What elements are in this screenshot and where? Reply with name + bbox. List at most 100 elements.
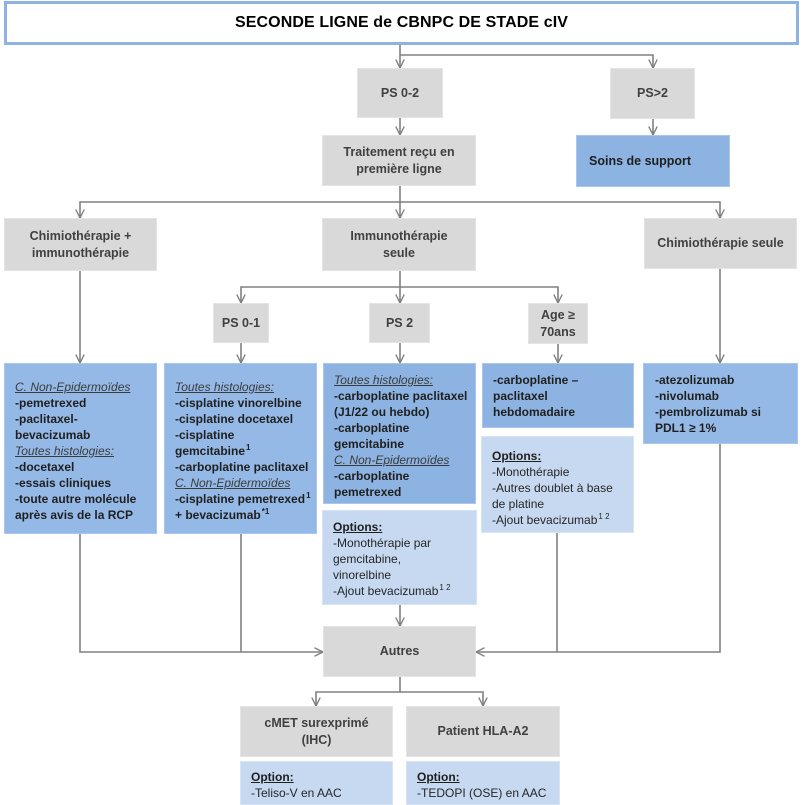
treatment-line: -carboplatine: [334, 468, 469, 484]
line-text: pemetrexed: [334, 485, 402, 499]
options-hla-a2: Option:-TEDOPI (OSE) en AAC: [406, 761, 560, 805]
page-title: SECONDE LIGNE de CBNPC DE STADE cIV: [234, 14, 569, 31]
line-text: de platine: [492, 497, 545, 511]
line-text: PDL1 ≥ 1%: [655, 421, 717, 435]
node-first-line-treatment: Traitement reçu en première ligne: [322, 135, 476, 186]
option-line: -Autres doublet à base: [492, 480, 627, 496]
option-line: -Ajout bevacizumab1 2: [333, 583, 470, 599]
treatment-line: PDL1 ≥ 1%: [655, 420, 791, 436]
footnote-marker: 1: [306, 491, 311, 500]
option-line: gemcitabine,: [333, 551, 470, 567]
node-ps-0-1: PS 0-1: [213, 303, 269, 343]
treatment-line: paclitaxel: [493, 388, 627, 404]
treatment-line: -pembrolizumab si: [655, 404, 791, 420]
line-text: -pemetrexed: [15, 396, 87, 410]
treatment-line: pemetrexed: [334, 484, 469, 500]
line-text: vinorelbine: [333, 568, 392, 582]
treatment-line: -cisplatine docetaxel: [175, 411, 310, 427]
treatment-line: (J1/22 ou hebdo): [334, 404, 469, 420]
line-text: -pembrolizumab si: [655, 405, 762, 419]
options-title: Option:: [251, 769, 386, 785]
line-text: gemcitabine,: [333, 552, 402, 566]
node-chemo-immuno: Chimiothérapie + immunothérapie: [4, 218, 157, 271]
line-text: -cisplatine pemetrexed: [175, 492, 306, 506]
options-title: Options:: [492, 448, 627, 464]
node-ps-gt-2: PS>2: [610, 68, 695, 119]
line-text: C. Non-Epidermoïdes: [334, 453, 450, 467]
connector-others-to-cmet: [316, 677, 401, 706]
line-text: -cisplatine docetaxel: [175, 412, 294, 426]
histology-heading: Toutes histologies:: [15, 443, 150, 459]
line-text: bevacizumab: [15, 428, 91, 442]
line-text: + bevacizumab: [175, 508, 261, 522]
line-text: Toutes histologies:: [175, 380, 274, 394]
title-box: SECONDE LIGNE de CBNPC DE STADE cIV: [4, 1, 799, 45]
treatment-line: -carboplatine: [334, 420, 469, 436]
treatment-line: gemcitabine1: [175, 443, 310, 459]
line-text: (J1/22 ou hebdo): [334, 405, 430, 419]
line-text: -cisplatine: [175, 428, 235, 442]
option-line: -Monothérapie par: [333, 535, 470, 551]
line-text: -docetaxel: [15, 460, 75, 474]
option-line: -Ajout bevacizumab1 2: [492, 512, 627, 528]
line-text: après avis de la RCP: [15, 508, 134, 522]
connector-title-to-ps-gt-2: [400, 54, 653, 68]
line-text: -atezolizumab: [655, 373, 735, 387]
histology-heading: C. Non-Epidermoïdes: [175, 475, 310, 491]
histology-heading: C. Non-Epidermoïdes: [334, 452, 469, 468]
histology-heading: Toutes histologies:: [334, 372, 469, 388]
line-text: -carboplatine paclitaxel: [175, 460, 309, 474]
option-line: vinorelbine: [333, 567, 470, 583]
treatment-line: -cisplatine vinorelbine: [175, 395, 310, 411]
treatments-after-chemo-immuno: C. Non-Epidermoïdes -pemetrexed -paclitaxe…: [4, 363, 157, 534]
line-text: Toutes histologies:: [334, 373, 433, 387]
connector-left-to-others: [79, 534, 323, 652]
treatment-line: -atezolizumab: [655, 372, 791, 388]
line-text: -cisplatine vinorelbine: [175, 396, 302, 410]
line-text: -Monothérapie: [492, 465, 570, 479]
histology-heading: Toutes histologies:: [175, 379, 310, 395]
line-text: C. Non-Epidermoïdes: [15, 380, 131, 394]
treatments-age-70: -carboplatine –paclitaxel hebdomadaire: [482, 363, 634, 428]
options-cmet: Option:-Teliso-V en AAC: [240, 761, 393, 805]
line-text: -carboplatine: [334, 469, 410, 483]
option-line: -TEDOPI (OSE) en AAC: [417, 785, 553, 801]
line-text: -paclitaxel-: [15, 412, 78, 426]
histology-heading: C. Non-Epidermoïdes: [15, 379, 150, 395]
treatment-line: gemcitabine: [334, 436, 469, 452]
treatment-line: -essais cliniques: [15, 475, 150, 491]
line-text: hebdomadaire: [493, 405, 576, 419]
line-text: -TEDOPI (OSE) en AAC: [417, 786, 547, 800]
node-supportive-care: Soins de support: [576, 135, 730, 187]
treatment-line: -carboplatine paclitaxel: [175, 459, 310, 475]
connector-first-line-to-chemo-alone: [400, 201, 720, 218]
line-text: Toutes histologies:: [15, 444, 114, 458]
line-text: -Ajout bevacizumab: [492, 513, 598, 527]
option-line: de platine: [492, 496, 627, 512]
connector-immuno-to-ps-0-1: [241, 271, 401, 303]
node-patient-hla-a2: Patient HLA-A2: [406, 706, 560, 757]
option-line: -Teliso-V en AAC: [251, 785, 386, 801]
treatment-line: -pemetrexed: [15, 395, 150, 411]
footnote-marker: 1: [246, 443, 251, 452]
connector-first-line-to-chemo-immuno: [80, 186, 401, 218]
line-text: -Teliso-V en AAC: [251, 786, 342, 800]
line-text: paclitaxel: [493, 389, 548, 403]
footnote-marker: 1 2: [439, 583, 451, 592]
line-text: -carboplatine paclitaxel: [334, 389, 468, 403]
treatments-ps-2: Toutes histologies: -carboplatine paclita…: [323, 363, 476, 504]
footnote-marker: *1: [261, 507, 270, 516]
node-ps-0-2: PS 0-2: [357, 68, 443, 118]
treatment-line: -docetaxel: [15, 459, 150, 475]
treatment-line: -toute autre molécule: [15, 491, 150, 507]
line-text: -Monothérapie par: [333, 536, 432, 550]
treatment-line: hebdomadaire: [493, 404, 627, 420]
node-chemo-alone: Chimiothérapie seule: [644, 218, 797, 269]
options-title: Option:: [417, 769, 553, 785]
line-text: -essais cliniques: [15, 476, 112, 490]
treatment-line: bevacizumab: [15, 427, 150, 443]
treatments-after-chemo-alone: -atezolizumab-nivolumab-pembrolizumab si…: [643, 363, 798, 444]
line-text: -Autres doublet à base: [492, 481, 613, 495]
treatment-line: -carboplatine –: [493, 372, 627, 388]
